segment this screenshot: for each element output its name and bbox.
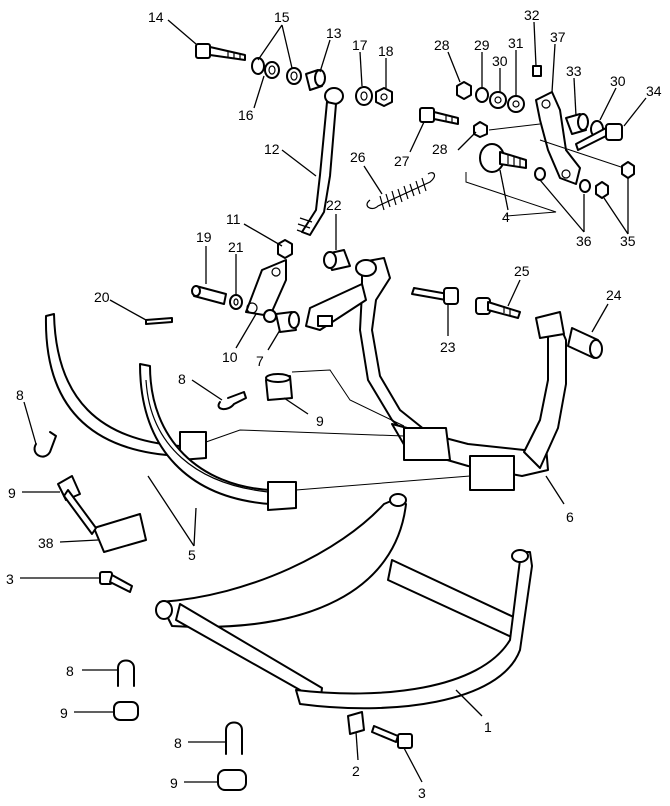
clevis-10: [245, 259, 287, 323]
callout-20: 20: [94, 289, 110, 305]
callout-23: 23: [440, 339, 456, 355]
washer-29: [475, 87, 489, 103]
nut-18: [375, 87, 393, 107]
cushion-9-lower-left: [113, 701, 139, 721]
bolt-3-left: [99, 571, 133, 593]
tine-5-right: [139, 363, 297, 511]
nut-28-lower: [473, 121, 488, 138]
washer-30-top: [489, 91, 507, 109]
callout-3-right: 3: [418, 785, 426, 801]
u-clamp-8-lower-left: [117, 659, 135, 687]
callout-18: 18: [378, 43, 394, 59]
callout-19: 19: [196, 229, 212, 245]
callout-31: 31: [508, 35, 524, 51]
callout-30-top: 30: [492, 53, 508, 69]
grease-fitting-32: [532, 65, 542, 77]
u-clamp-8-lower-right: [225, 721, 243, 755]
callout-8-left: 8: [16, 387, 24, 403]
assembly-line-right-top: [488, 123, 631, 171]
bushing-24: [567, 327, 603, 359]
bushing-22: [323, 249, 351, 271]
u-clamp-8-upper: [217, 391, 247, 410]
leader-lines: [20, 19, 647, 783]
callout-17: 17: [352, 37, 368, 53]
bushing-33: [565, 113, 589, 135]
pin-19: [191, 285, 227, 305]
callout-10: 10: [222, 349, 238, 365]
callout-11: 11: [226, 211, 241, 227]
callout-34: 34: [646, 83, 662, 99]
callout-1: 1: [484, 719, 492, 735]
callout-26: 26: [350, 149, 366, 165]
callout-8-lower-right: 8: [174, 735, 182, 751]
bolt-3-right: [371, 725, 413, 749]
callout-28-top: 28: [434, 37, 450, 53]
callout-3-left: 3: [6, 571, 14, 587]
nut-28-top: [456, 81, 472, 100]
callout-2: 2: [352, 763, 360, 779]
callout-32: 32: [524, 7, 540, 23]
callout-9-lower-right: 9: [170, 775, 178, 791]
callout-6: 6: [566, 509, 574, 525]
cushion-9-left: [57, 475, 81, 501]
callout-21: 21: [228, 239, 244, 255]
spacer-13: [305, 69, 326, 91]
callout-9-left: 9: [8, 485, 16, 501]
washer-17: [355, 86, 373, 106]
callout-35: 35: [620, 233, 636, 249]
bolt-27: [419, 107, 459, 125]
callout-8-upper: 8: [178, 371, 186, 387]
callout-14: 14: [148, 9, 164, 25]
assembly-line-left: [205, 369, 471, 491]
bellcrank-37: [535, 91, 581, 185]
callout-25: 25: [514, 263, 530, 279]
callout-5: 5: [188, 547, 196, 563]
tine-5-left: [44, 313, 207, 461]
washer-31: [507, 95, 525, 113]
u-clamp-8-left: [33, 431, 57, 458]
stud-4: [479, 143, 527, 173]
callout-27: 27: [394, 153, 410, 169]
bushing-15: [251, 57, 302, 85]
bracket-38: [63, 489, 147, 553]
bolt-14: [195, 43, 246, 61]
washer-36: [534, 167, 591, 193]
callout-4: 4: [502, 209, 510, 225]
callout-29: 29: [474, 37, 490, 53]
callout-37: 37: [550, 29, 566, 45]
frame-1: [155, 493, 533, 710]
nut-11: [277, 239, 293, 259]
callout-30-right: 30: [610, 73, 626, 89]
callout-7: 7: [256, 353, 264, 369]
callout-24: 24: [606, 287, 622, 303]
callout-33: 33: [566, 63, 582, 79]
spring-26: [366, 172, 436, 211]
callout-labels: 14 15 13 16 17 18 28 29 30 31 32 37 33 3…: [6, 7, 662, 801]
spacer-2: [347, 711, 365, 735]
callout-12: 12: [264, 141, 280, 157]
callout-22: 22: [326, 197, 342, 213]
callout-38: 38: [38, 535, 54, 551]
bolt-23: [411, 287, 459, 305]
callout-15: 15: [274, 9, 290, 25]
callout-9-lower-left: 9: [60, 705, 68, 721]
bolt-34: [575, 123, 623, 151]
cotter-pin-20: [145, 317, 173, 325]
cushion-9-lower-right: [217, 769, 247, 791]
callout-28-lower: 28: [432, 141, 448, 157]
assembly-line-4: [465, 172, 557, 217]
bolt-25: [475, 297, 521, 319]
frame-6: [305, 257, 567, 491]
linkage-rod-12: [296, 87, 344, 236]
washer-21: [229, 294, 243, 310]
nut-35: [595, 161, 635, 199]
callout-16: 16: [238, 107, 254, 123]
callout-13: 13: [326, 25, 342, 41]
callout-9-upper: 9: [316, 413, 324, 429]
callout-8-lower-left: 8: [66, 663, 74, 679]
bushing-7: [275, 311, 300, 333]
callout-36: 36: [576, 233, 592, 249]
cushion-9-upper: [265, 373, 293, 401]
